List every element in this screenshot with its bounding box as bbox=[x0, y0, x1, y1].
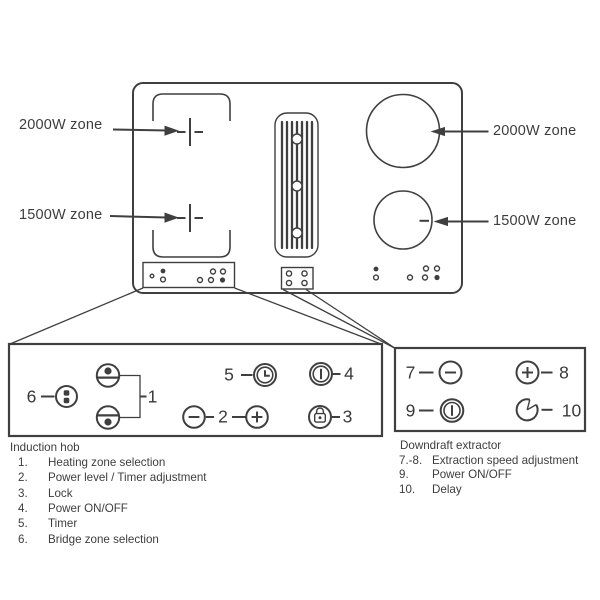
legend-item-text: Power ON/OFF bbox=[432, 468, 512, 482]
arrow-left-bottom bbox=[109, 212, 179, 223]
zone-label-right-bottom: 1500W zone bbox=[493, 213, 577, 229]
bridge-zone-icon bbox=[41, 385, 78, 408]
legend-item: 3. Lock bbox=[10, 486, 340, 501]
power-icon-extractor bbox=[419, 398, 465, 423]
heating-zone-front-icon bbox=[95, 405, 121, 430]
legend-item-text: Heating zone selection bbox=[48, 456, 166, 470]
bridge-zone-marking bbox=[152, 93, 231, 258]
legend-item-text: Delay bbox=[432, 482, 462, 496]
legend-item-text: Power ON/OFF bbox=[48, 502, 128, 516]
zone-crosshair-top bbox=[177, 118, 203, 146]
legend-item: 5. Timer bbox=[10, 516, 340, 531]
hob-control-panel bbox=[142, 261, 236, 289]
legend-item-num: 10. bbox=[399, 482, 416, 496]
legend-item-num: 6. bbox=[18, 532, 28, 546]
right-control-indicators bbox=[372, 265, 441, 281]
extractor-control-panel bbox=[280, 266, 314, 290]
legend-item: 2. Power level / Timer adjustment bbox=[10, 470, 340, 485]
zone-label-left-top: 2000W zone bbox=[19, 117, 103, 133]
legend-hob-title: Induction hob bbox=[10, 441, 80, 454]
arrow-right-top bbox=[430, 126, 489, 137]
legend-item: 9. Power ON/OFF bbox=[399, 468, 599, 483]
extractor-grille-icon bbox=[274, 112, 319, 258]
callout-5: 5 bbox=[224, 364, 234, 385]
callout-2: 2 bbox=[218, 406, 228, 427]
legend-item-text: Timer bbox=[48, 517, 78, 531]
minus-icon-hob bbox=[182, 405, 214, 429]
legend-item-num: 2. bbox=[18, 471, 28, 485]
speed-plus-icon bbox=[515, 360, 553, 385]
legend-item: 7.-8. Extraction speed adjustment bbox=[399, 453, 599, 468]
callout-4: 4 bbox=[344, 363, 354, 384]
zone-label-right-top: 2000W zone bbox=[493, 123, 577, 139]
extractor-panel-zoom-box bbox=[393, 346, 587, 433]
callout-9: 9 bbox=[405, 399, 416, 420]
callout-7: 7 bbox=[405, 361, 416, 382]
callout-10: 10 bbox=[561, 399, 582, 420]
legend-item-num: 7.-8. bbox=[399, 453, 423, 467]
zone-label-left-bottom: 1500W zone bbox=[19, 207, 103, 223]
callout-8: 8 bbox=[559, 361, 569, 382]
legend-item-text: Bridge zone selection bbox=[48, 532, 159, 546]
cooking-zone-right-bottom bbox=[373, 190, 433, 250]
callout-3: 3 bbox=[342, 406, 353, 427]
legend-item-text: Extraction speed adjustment bbox=[432, 453, 579, 467]
legend-item: 4. Power ON/OFF bbox=[10, 501, 340, 516]
cooking-zone-right-top bbox=[365, 93, 441, 169]
legend-extractor-title: Downdraft extractor bbox=[400, 439, 502, 452]
callout-1: 1 bbox=[147, 385, 158, 406]
legend-downdraft-extractor: Downdraft extractor 7.-8. Extraction spe… bbox=[399, 439, 599, 497]
hob-panel-zoom-box bbox=[7, 342, 384, 438]
arrow-left-top bbox=[112, 125, 179, 136]
zone-crosshair-bottom bbox=[177, 204, 203, 232]
legend-item-text: Lock bbox=[48, 486, 73, 500]
legend-item: 6. Bridge zone selection bbox=[10, 531, 340, 546]
legend-item-num: 1. bbox=[18, 456, 28, 470]
delay-icon bbox=[515, 398, 553, 422]
zoom-connector-lines bbox=[9, 287, 396, 350]
legend-item: 10. Delay bbox=[399, 482, 599, 497]
legend-item: 1. Heating zone selection bbox=[10, 455, 340, 470]
legend-induction-hob: Induction hob 1. Heating zone selection … bbox=[10, 441, 340, 547]
legend-item-num: 9. bbox=[399, 468, 409, 482]
callout-1-bracket bbox=[119, 374, 147, 419]
arrow-right-bottom bbox=[419, 216, 489, 227]
legend-item-num: 5. bbox=[18, 517, 28, 531]
callout-6: 6 bbox=[26, 385, 37, 406]
heating-zone-back-icon bbox=[95, 363, 121, 388]
power-icon-hob bbox=[309, 362, 341, 386]
speed-minus-icon bbox=[419, 360, 463, 385]
legend-item-num: 3. bbox=[18, 486, 28, 500]
legend-item-text: Power level / Timer adjustment bbox=[48, 471, 207, 485]
timer-clock-icon bbox=[241, 363, 277, 387]
plus-icon-hob bbox=[232, 405, 269, 429]
cooktop-outline bbox=[132, 82, 463, 294]
legend-item-num: 4. bbox=[18, 502, 28, 516]
lock-icon bbox=[308, 405, 340, 429]
